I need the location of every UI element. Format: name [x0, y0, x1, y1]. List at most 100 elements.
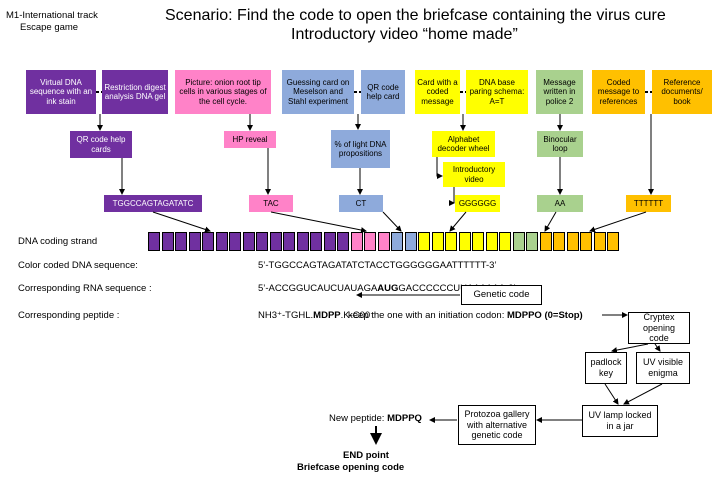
strand-cell-purple: [216, 232, 228, 251]
arrow-wheel-to-video: [436, 157, 443, 179]
color-seq-label: Color coded DNA sequence:: [18, 260, 138, 271]
tool-intro-video: Introductory video: [443, 162, 505, 187]
end-point: END point: [343, 450, 389, 461]
strand-cell-purple: [148, 232, 160, 251]
code-purple: TGGCCAGTAGATATC: [104, 195, 202, 212]
clue-coded-references: Coded message to references: [592, 70, 645, 114]
strand-cell-blue: [405, 232, 417, 251]
strand-cell-purple: [189, 232, 201, 251]
briefcase-code: Briefcase opening code: [297, 462, 405, 473]
tool-decoder-wheel: Alphabet decoder wheel: [432, 131, 495, 157]
track-label-line1: M1-International track: [6, 10, 98, 21]
strand-cell-yellow: [445, 232, 457, 251]
code-yellow: GGGGGG: [455, 195, 500, 212]
tool-hp-reveal: HP reveal: [224, 131, 276, 148]
clue-coded-card: Card with a coded message: [415, 70, 460, 114]
arrow-green-to-strand: [544, 211, 557, 232]
strand-cell-green: [526, 232, 538, 251]
initiation-note-text: keep the one with an initiation codon:: [348, 310, 507, 321]
clue-virtual-dna: Virtual DNA sequence with an ink stain: [26, 70, 96, 114]
strand-cell-purple: [229, 232, 241, 251]
strand-cell-purple: [162, 232, 174, 251]
strand-cell-yellow: [418, 232, 430, 251]
initiation-note-code: MDPPO (0=Stop): [506, 310, 583, 321]
strand-cell-yellow: [499, 232, 511, 251]
strand-cell-purple: [310, 232, 322, 251]
protozoa-box: Protozoa gallery with alternative geneti…: [458, 405, 536, 445]
strand-cell-orange: [553, 232, 565, 251]
peptide-sequence: NH3⁺-TGHL.MDPP.K-C00⁻: [258, 310, 375, 321]
rna-seq-label: Corresponding RNA sequence :: [18, 283, 152, 294]
strand-cell-purple: [297, 232, 309, 251]
strand-cell-yellow: [459, 232, 471, 251]
code-orange: TTTTTT: [626, 195, 671, 212]
arrow-enigma-to-lamp: [623, 383, 663, 405]
page-subtitle: Introductory video “home made”: [291, 26, 518, 43]
padlock-key-box: padlock key: [585, 352, 627, 384]
arrow-yellow-to-strand: [449, 211, 467, 232]
page-title: Scenario: Find the code to open the brie…: [165, 7, 666, 24]
clue-reference-book: Reference documents/ book: [652, 70, 712, 114]
tool-light-dna: % of light DNA propositions: [331, 130, 390, 168]
arrow-pink-to-strand: [270, 211, 367, 233]
arrow-padlock-to-lamp: [604, 383, 619, 405]
clue-onion-picture: Picture: onion root tip cells in various…: [175, 70, 271, 114]
rna-seq-end: GACCCCCCUUAAAAAA-3’: [398, 283, 516, 294]
code-pink: TAC: [249, 195, 293, 212]
strand-cell-purple: [175, 232, 187, 251]
clue-base-pairing: DNA base paring schema: A=T: [466, 70, 528, 114]
new-peptide-value: MDPPQ: [387, 413, 422, 424]
strand-cell-purple: [283, 232, 295, 251]
rna-start-codon: AUG: [377, 283, 399, 294]
strand-cell-purple: [324, 232, 336, 251]
rna-seq-start: 5’-ACCGGUCAUCUAUAGA: [258, 283, 378, 294]
strand-cell-green: [513, 232, 525, 251]
strand-cell-yellow: [486, 232, 498, 251]
tool-qr-help-cards: QR code help cards: [70, 131, 132, 158]
uv-enigma-box: UV visible enigma: [636, 352, 690, 384]
rna-sequence: 5’-ACCGGUCAUCUAUAGAAUGGACCCCCCUUAAAAAA-3…: [258, 283, 516, 294]
code-blue: CT: [339, 195, 383, 212]
clue-qr-help-card: QR code help card: [361, 70, 405, 114]
strand-cell-yellow: [432, 232, 444, 251]
strand-cell-pink: [351, 232, 363, 251]
tool-binocular-loop: Binocular loop: [537, 131, 583, 157]
new-peptide: New peptide: MDPPQ: [329, 413, 422, 424]
arrow-purple-to-strand: [152, 211, 211, 233]
arrow-blue-to-strand: [382, 211, 402, 232]
genetic-code-box: Genetic code: [461, 285, 542, 305]
strand-cell-purple: [270, 232, 282, 251]
clue-restriction-digest: Restriction digest analysis DNA gel: [102, 70, 168, 114]
strand-cell-purple: [243, 232, 255, 251]
peptide-start: NH3⁺-TGHL.: [258, 310, 314, 321]
initiation-note: keep the one with an initiation codon: M…: [348, 310, 583, 321]
track-label-line2: Escape game: [20, 22, 79, 33]
new-peptide-label: New peptide:: [329, 413, 388, 424]
strand-cell-orange: [580, 232, 592, 251]
clue-message-police: Message written in police 2: [536, 70, 583, 114]
arrow-orange-to-strand: [589, 211, 647, 233]
strand-cell-pink: [364, 232, 376, 251]
strand-cell-yellow: [472, 232, 484, 251]
peptide-core: MDPP: [313, 310, 341, 321]
clue-guessing-card: Guessing card on Meselson and Stahl expe…: [282, 70, 354, 114]
strand-cell-orange: [540, 232, 552, 251]
strand-cell-orange: [567, 232, 579, 251]
strand-cell-pink: [378, 232, 390, 251]
uv-lamp-box: UV lamp locked in a jar: [582, 405, 658, 437]
strand-cell-purple: [202, 232, 214, 251]
strand-label: DNA coding strand: [18, 236, 98, 247]
strand-cell-purple: [337, 232, 349, 251]
strand-cell-orange: [607, 232, 619, 251]
strand-cell-blue: [391, 232, 403, 251]
strand-cell-orange: [594, 232, 606, 251]
peptide-end: .K-C00⁻: [340, 310, 376, 321]
strand-cell-purple: [256, 232, 268, 251]
color-dna-sequence: 5’-TGGCCAGTAGATATCTACCTGGGGGGAATTTTTT-3’: [258, 260, 497, 271]
cryptex-box: Cryptex opening code: [628, 312, 690, 344]
code-green: AA: [537, 195, 583, 212]
arrow-cryptex-to-enigma: [654, 343, 661, 352]
arrow-cryptex-to-padlock: [611, 343, 649, 353]
peptide-label: Corresponding peptide :: [18, 310, 120, 321]
